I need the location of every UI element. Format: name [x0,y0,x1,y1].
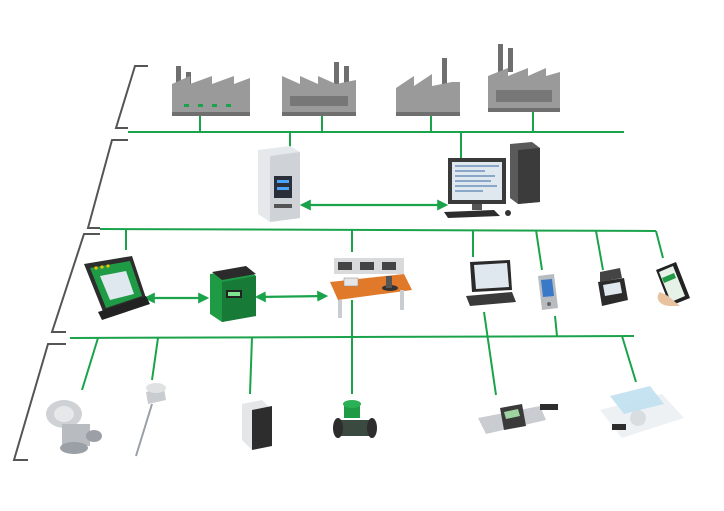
factory-4 [488,44,560,112]
digital-micrometer [478,404,558,434]
bracket-field [12,343,66,461]
pressure-transmitter [46,400,102,454]
dry-block-calibrator [210,266,256,322]
laptop [466,260,516,306]
signal-converter [242,400,272,450]
factory-3 [396,58,460,116]
bracket-management [86,139,128,229]
field-communicator [598,268,628,306]
bracket-enterprise [114,65,148,129]
flow-meter [333,400,377,438]
data-links [143,199,449,304]
bracket-calibration [50,233,100,333]
temperature-sensor [135,383,166,457]
multifunction-calibrator [84,256,150,320]
link-dryblock-bench [254,290,329,303]
pda [538,274,558,310]
network-lines [69,110,664,396]
weighing-device [600,386,684,438]
factory-1 [172,66,250,116]
bus-calibration [99,228,657,232]
workstation-pc [444,142,540,218]
calibration-bench [330,258,412,318]
calibration-server [258,146,300,222]
factory-2 [282,62,356,116]
level-brackets [12,65,148,461]
smartphone [656,262,690,306]
